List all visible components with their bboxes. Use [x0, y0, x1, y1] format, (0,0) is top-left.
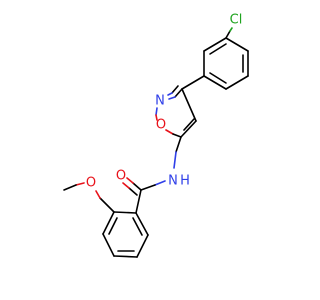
bond [155, 107, 158, 116]
bond [140, 184, 156, 191]
carbonyl-oxygen-label: O [116, 169, 126, 184]
bond [229, 27, 233, 32]
bond [113, 255, 138, 258]
bond [203, 75, 227, 90]
bond [225, 37, 249, 52]
bond [171, 85, 179, 94]
isoxazole-ring [155, 85, 197, 138]
bond [135, 212, 149, 236]
bond [95, 190, 101, 199]
bond [102, 233, 115, 257]
structure-diagram: Cl N O N H O O [63, 13, 249, 258]
chlorophenyl-ring [203, 37, 249, 90]
methoxybenzene-ring [102, 211, 149, 258]
bond [155, 114, 158, 121]
bond [108, 217, 118, 235]
bond [75, 182, 85, 186]
methoxy-oxygen-label: O [86, 176, 96, 191]
bond [173, 151, 177, 169]
bond [183, 118, 195, 131]
bond [113, 211, 137, 214]
bond [132, 182, 142, 191]
bond [209, 72, 227, 84]
bond [172, 133, 182, 138]
bond [225, 75, 249, 90]
bond [99, 197, 115, 213]
bond [209, 43, 227, 55]
bond [126, 177, 134, 184]
bond [132, 217, 143, 236]
ring-nitrogen-label: N [155, 94, 165, 109]
bond [181, 75, 205, 90]
amide-hydrogen-label: H [180, 174, 190, 189]
ring-oxygen-label: O [156, 118, 166, 133]
bond [128, 187, 138, 196]
bond [122, 182, 130, 189]
bond [174, 88, 183, 98]
bond [225, 30, 231, 39]
amide-nitrogen-label: N [168, 174, 178, 189]
bond [63, 184, 77, 191]
bond [203, 37, 227, 52]
bond [175, 136, 182, 153]
bond [154, 180, 166, 186]
bond [135, 189, 142, 214]
bond [102, 211, 115, 235]
chlorine-label: Cl [230, 13, 243, 28]
bond [181, 88, 197, 122]
bond [165, 129, 174, 135]
bond [168, 96, 176, 100]
bond [136, 234, 149, 258]
bond [180, 120, 197, 138]
bond [167, 92, 173, 96]
